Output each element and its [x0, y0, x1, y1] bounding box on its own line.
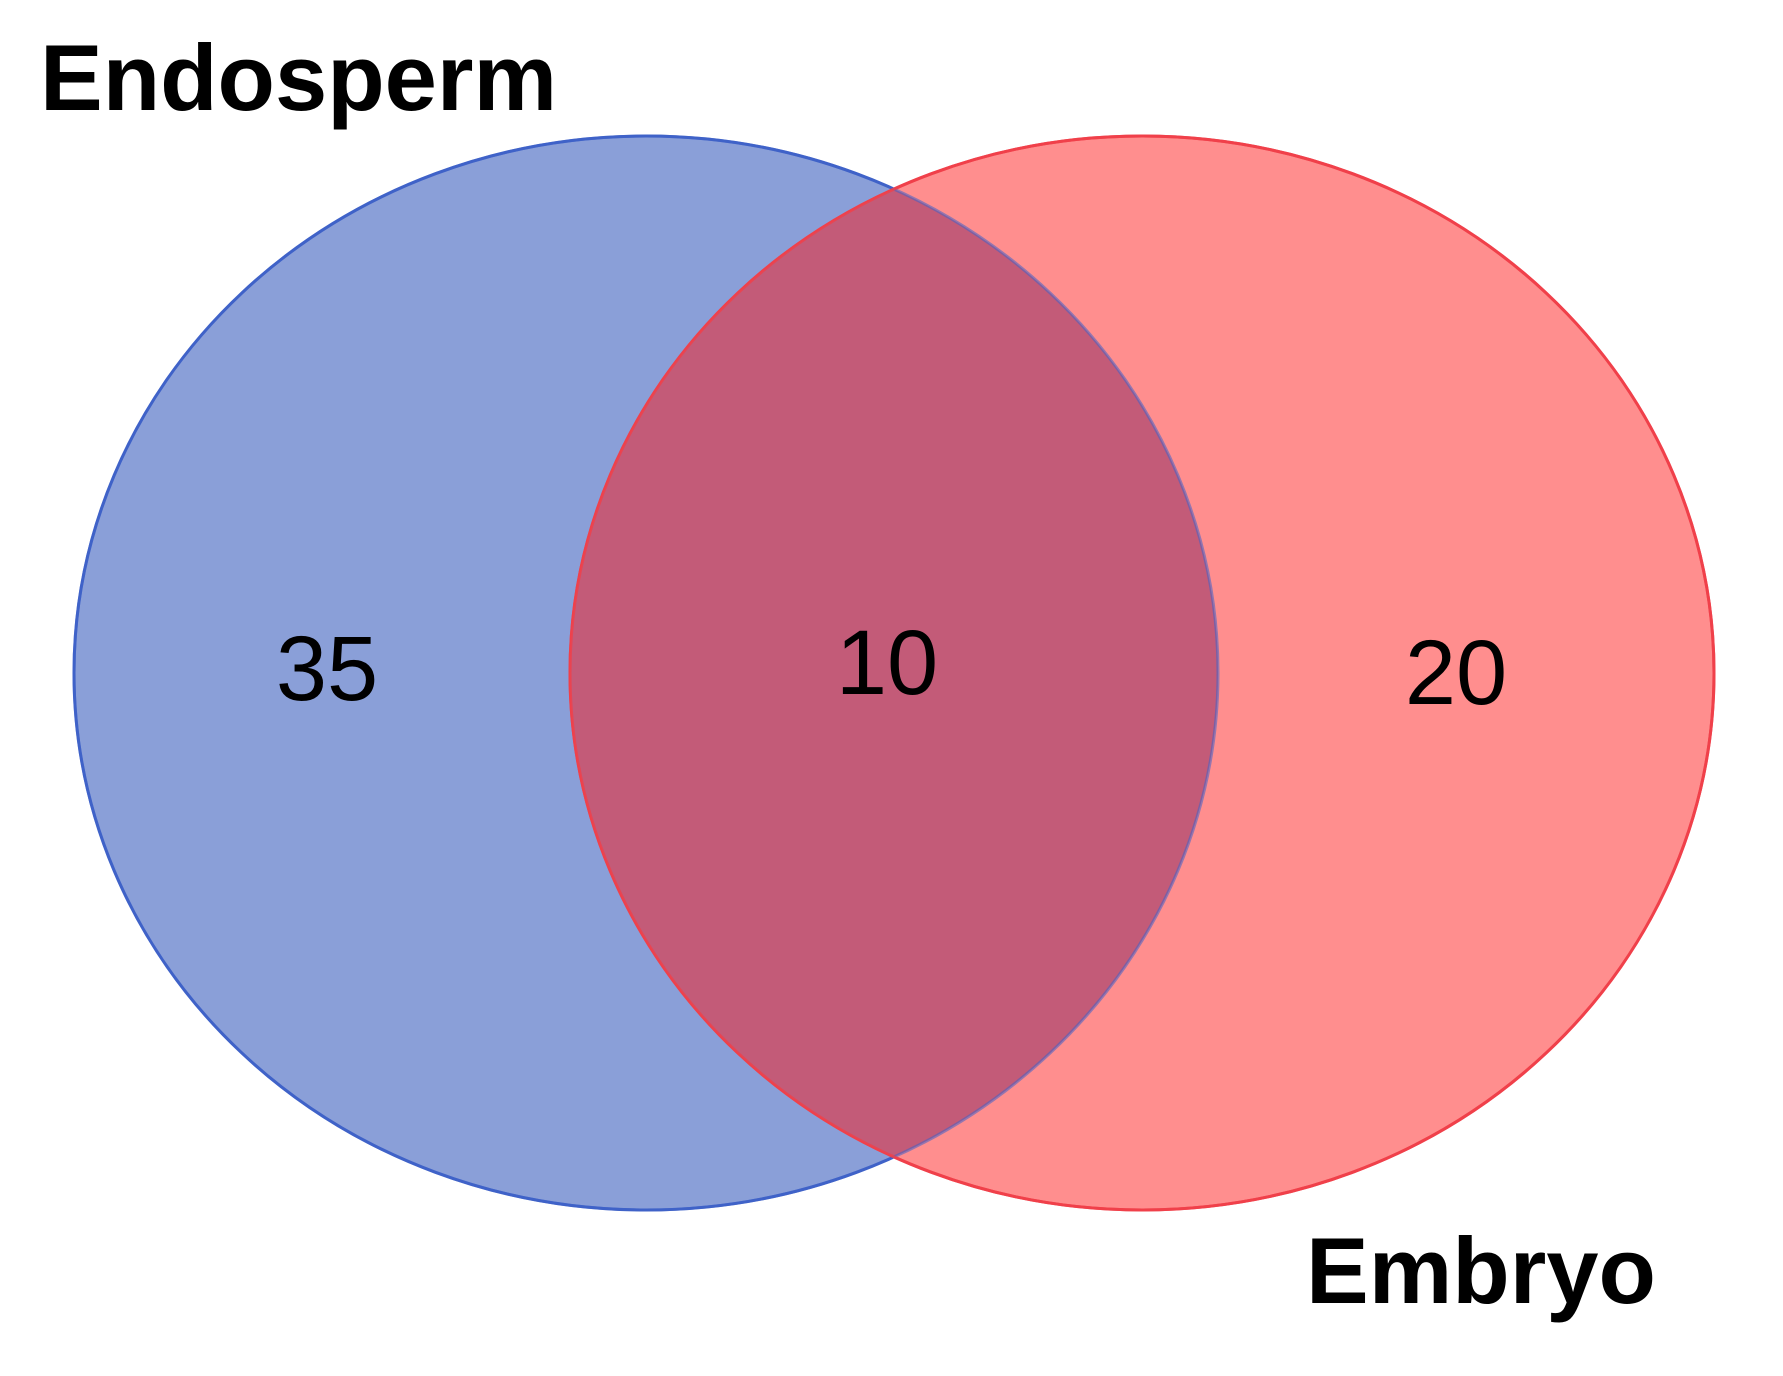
- endosperm-set-outline: [72, 134, 1220, 1212]
- embryo-set-outline: [568, 134, 1716, 1212]
- embryo-set-label: Embryo: [1306, 1218, 1656, 1323]
- embryo-only-count: 20: [1405, 622, 1507, 724]
- endosperm-only-count: 35: [276, 618, 378, 720]
- overlap-region: [570, 136, 1218, 1210]
- endosperm-set-label: Endosperm: [40, 25, 557, 130]
- intersection-count: 10: [836, 612, 938, 714]
